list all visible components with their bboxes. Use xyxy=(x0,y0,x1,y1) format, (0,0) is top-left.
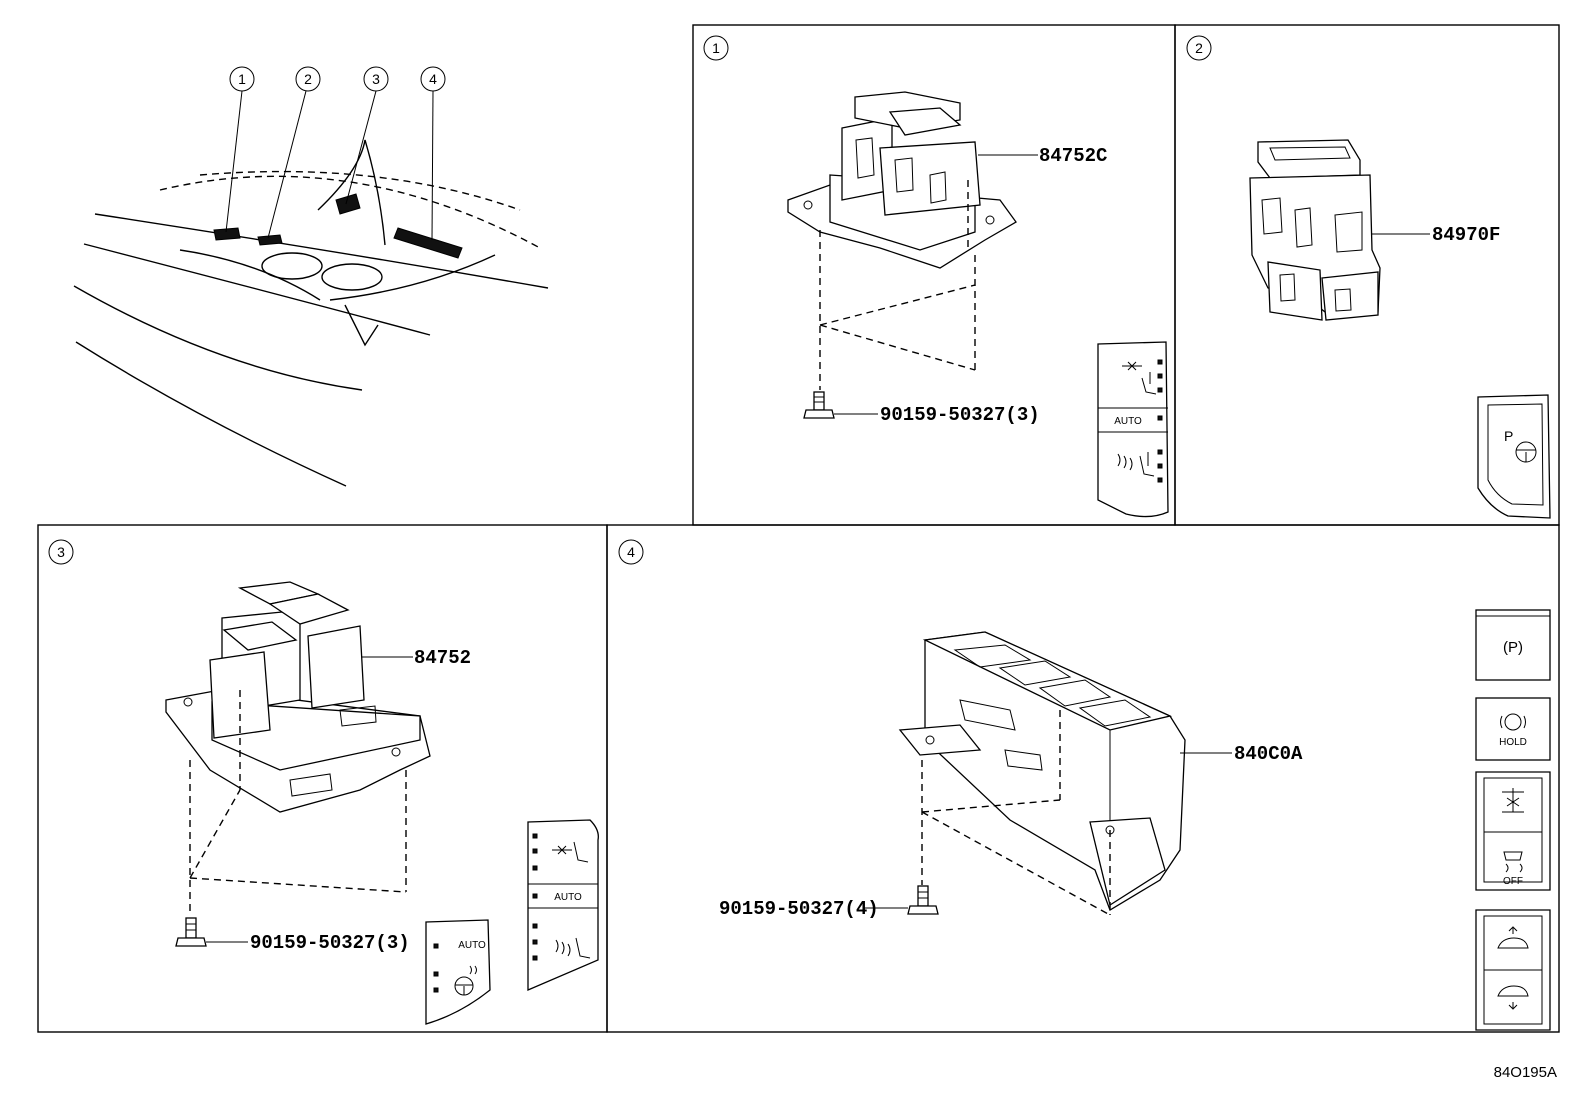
panel-4-bolt-label: 90159-50327(4) xyxy=(719,898,879,920)
height-up-icon xyxy=(1497,926,1529,949)
panel-3-index: 3 xyxy=(57,544,65,560)
panel-2: 2 84970F P xyxy=(1186,35,1551,519)
callout-2 xyxy=(295,66,321,92)
panel-4-p-text: (P) xyxy=(1503,639,1523,656)
panel-3-part-label: 84752 xyxy=(414,647,471,669)
panel-2-icon-card: P xyxy=(1477,394,1551,519)
panel-4-icon-drive-card: OFF xyxy=(1475,771,1551,891)
panel-4: 4 90159-50327(4) 840C0A xyxy=(618,539,1551,1031)
callout-2-label: 2 xyxy=(304,71,312,87)
callout-4-label: 4 xyxy=(429,71,437,87)
seat-fan-icon xyxy=(1122,361,1157,395)
panel-1: 1 90159-50327(3) 84752C xyxy=(703,35,1169,518)
panel-1-bolt-label: 90159-50327(3) xyxy=(880,404,1040,426)
panel-4-bolt xyxy=(907,885,939,915)
reference-code: 84O195A xyxy=(1494,1064,1557,1081)
console-overview: 1 2 3 4 xyxy=(73,66,549,487)
panel-4-frame xyxy=(606,524,1560,1033)
panel-3-icon-card-b: AUTO xyxy=(527,819,599,991)
steering-heater-icon xyxy=(454,965,477,996)
panel-3-auto-text-a: AUTO xyxy=(458,940,486,951)
callout-1 xyxy=(229,66,255,92)
callout-3 xyxy=(363,66,389,92)
callout-1-label: 1 xyxy=(238,71,246,87)
seat-heater-icon xyxy=(555,937,591,959)
panel-1-index-circle xyxy=(703,35,729,61)
height-down-icon xyxy=(1497,985,1529,1010)
panel-1-index: 1 xyxy=(712,40,720,56)
panel-frames xyxy=(37,24,1560,1033)
panel-2-index-circle xyxy=(1186,35,1212,61)
panel-3: 3 90159-50327(3) 84752 xyxy=(48,539,599,1025)
panel-1-auto-text: AUTO xyxy=(1114,416,1142,427)
panel-4-icon-height-card xyxy=(1475,909,1551,1031)
callout-4 xyxy=(420,66,446,92)
panel-4-off-text: OFF xyxy=(1503,876,1523,887)
seat-heater-icon xyxy=(1117,452,1155,477)
panel-1-bolt xyxy=(803,391,835,419)
traction-off-icon: OFF xyxy=(1503,851,1523,887)
panel-4-icon-hold-card: HOLD xyxy=(1475,697,1551,761)
drive-mode-icon xyxy=(1502,788,1524,813)
panel-4-part-label: 840C0A xyxy=(1234,743,1303,765)
callout-3-label: 3 xyxy=(372,71,380,87)
panel-3-auto-text-b: AUTO xyxy=(554,892,582,903)
panel-3-bolt-label: 90159-50327(3) xyxy=(250,932,410,954)
brake-hold-icon: HOLD xyxy=(1499,713,1527,748)
parking-brake-icon: (P) xyxy=(1503,639,1523,656)
panel-3-index-circle xyxy=(48,539,74,565)
panel-4-icon-park-card: (P) xyxy=(1475,609,1551,681)
panel-3-icon-card-a: AUTO xyxy=(425,919,491,1025)
panel-2-part-label: 84970F xyxy=(1432,224,1500,246)
steering-wheel-icon xyxy=(1515,441,1537,463)
panel-4-hold-text: HOLD xyxy=(1499,737,1527,748)
panel-4-index-circle xyxy=(618,539,644,565)
panel-3-bolt xyxy=(175,917,207,947)
seat-fan-icon xyxy=(552,841,589,863)
panel-1-part-label: 84752C xyxy=(1039,145,1107,167)
panel-2-index: 2 xyxy=(1195,40,1203,56)
panel-2-p-text: P xyxy=(1504,428,1513,444)
panel-4-index: 4 xyxy=(627,544,635,560)
panel-1-icon-card: AUTO xyxy=(1097,341,1169,518)
